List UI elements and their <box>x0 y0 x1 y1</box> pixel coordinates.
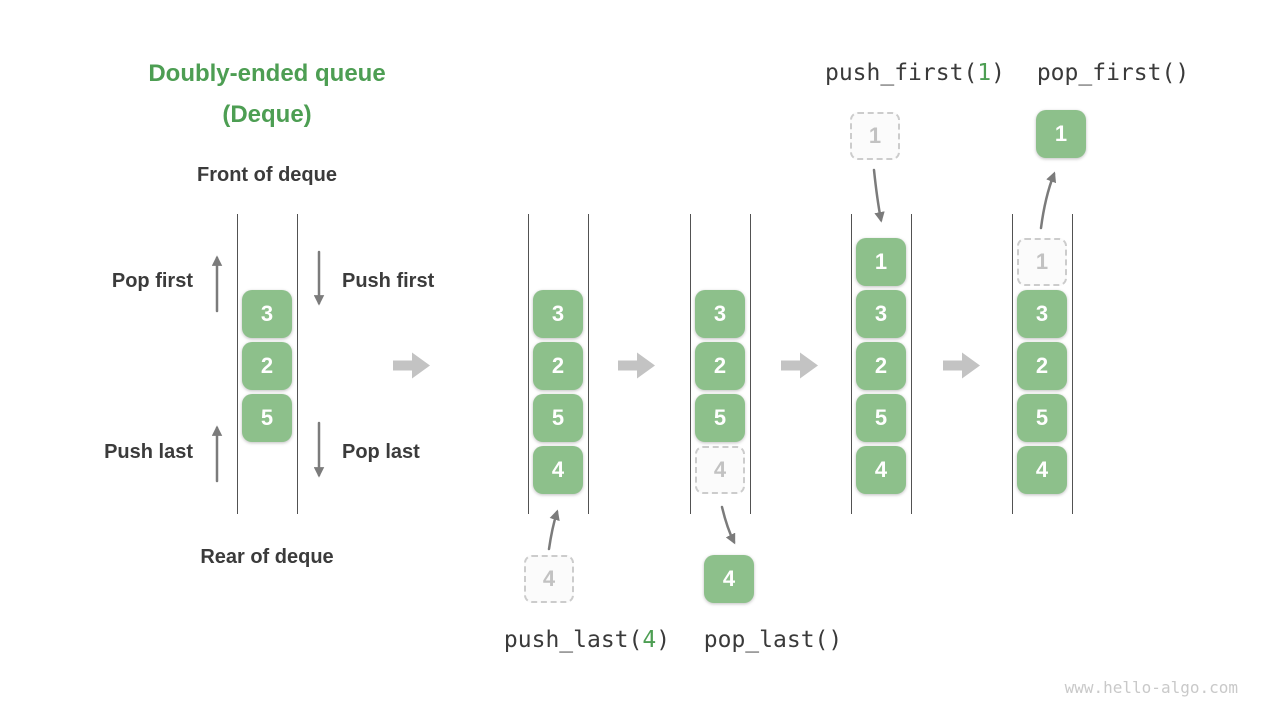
site-watermark: www.hello-algo.com <box>1064 678 1238 697</box>
push-last-side-label: Push last <box>104 441 193 463</box>
queue-cell-ghost: 4 <box>695 446 745 494</box>
code-arg: 4 <box>642 627 657 653</box>
queue-cell: 3 <box>695 290 745 338</box>
code-text: pop_last( <box>703 627 829 653</box>
next-step-arrow-2 <box>618 352 655 379</box>
queue-cell: 2 <box>856 342 906 390</box>
queue-cell: 2 <box>533 342 583 390</box>
pop-first-side-label: Pop first <box>111 270 193 292</box>
code-text: ) <box>991 60 1006 86</box>
queue-cell: 5 <box>533 394 583 442</box>
queue-cell: 2 <box>695 342 745 390</box>
next-step-arrow-1 <box>393 352 430 379</box>
push-last-input-box: 4 <box>524 555 574 603</box>
code-text: pop_first( <box>1036 60 1176 86</box>
pop-last-output-box: 4 <box>704 555 754 603</box>
code-text: ) <box>828 627 843 653</box>
code-text: ) <box>656 627 671 653</box>
diagram-title-line2: (Deque) <box>222 101 312 128</box>
push-last-input-arrow <box>547 509 560 551</box>
queue-cell: 3 <box>856 290 906 338</box>
queue-cell: 5 <box>695 394 745 442</box>
queue-cell: 2 <box>1017 342 1067 390</box>
queue-cell-ghost: 1 <box>1017 238 1067 286</box>
rear-of-deque-label: Rear of deque <box>200 546 334 568</box>
code-text: ) <box>1175 60 1190 86</box>
code-text: push_last( <box>503 627 643 653</box>
queue-cell: 3 <box>1017 290 1067 338</box>
push-first-side-label: Push first <box>342 270 435 292</box>
queue-cell: 5 <box>242 394 292 442</box>
pop-last-code-label: pop_last() <box>704 627 842 653</box>
push-first-input-box: 1 <box>850 112 900 160</box>
pop-first-output-box: 1 <box>1036 110 1086 158</box>
pop-first-code-label: pop_first() <box>1037 60 1189 86</box>
next-step-arrow-4 <box>943 352 980 379</box>
queue-cell: 5 <box>1017 394 1067 442</box>
queue-cell: 3 <box>533 290 583 338</box>
queue-cell: 5 <box>856 394 906 442</box>
push-first-input-arrow <box>872 168 885 223</box>
push-last-code-label: push_last(4) <box>504 627 670 653</box>
queue-cell: 3 <box>242 290 292 338</box>
code-arg: 1 <box>977 60 992 86</box>
queue-cell: 2 <box>242 342 292 390</box>
queue-cell: 4 <box>856 446 906 494</box>
push-first-code-label: push_first(1) <box>825 60 1005 86</box>
queue-cell: 1 <box>856 238 906 286</box>
front-of-deque-label: Front of deque <box>197 164 337 186</box>
queue-cell: 4 <box>533 446 583 494</box>
queue-cell: 4 <box>1017 446 1067 494</box>
pop-last-side-label: Pop last <box>342 441 420 463</box>
next-step-arrow-3 <box>781 352 818 379</box>
diagram-title-line1: Doubly-ended queue <box>148 60 386 87</box>
code-text: push_first( <box>824 60 978 86</box>
